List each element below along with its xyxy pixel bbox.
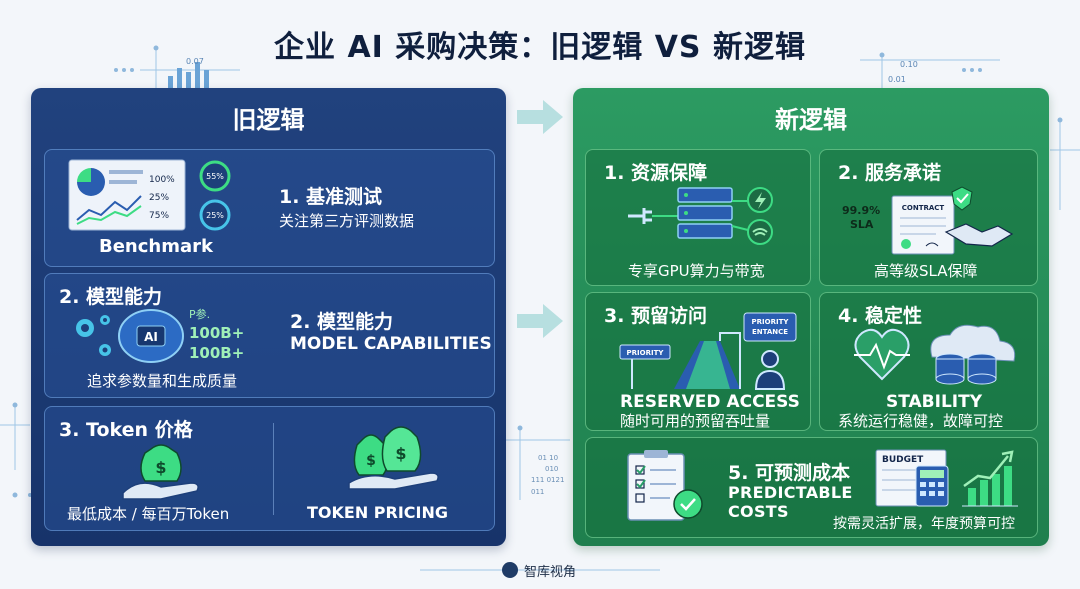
old-logic-panel: 旧逻辑 100% 25% 75% 55% 25% Benchmark 1. 基准…	[31, 88, 506, 546]
service-card: 2. 服务承诺 99.9% SLA CONTRACT 高等级SLA保障	[819, 149, 1038, 286]
resource-desc: 专享GPU算力与带宽	[628, 262, 765, 280]
benchmark-title: 1. 基准测试	[279, 186, 383, 208]
benchmark-card: 100% 25% 75% 55% 25% Benchmark 1. 基准测试 关…	[44, 149, 495, 267]
stability-caption: STABILITY	[886, 392, 983, 412]
reserved-caption: RESERVED ACCESS	[620, 392, 800, 412]
resource-title: 1. 资源保障	[604, 162, 708, 184]
panel-title: 旧逻辑	[232, 106, 305, 134]
sla-label: SLA	[850, 218, 874, 231]
deco-number: 0.01	[888, 75, 906, 84]
cost-desc: 按需灵活扩展，年度预算可控	[833, 516, 1015, 532]
token-card: 3. Token 价格 $ 最低成本 / 每百万Token $ $ TOKEN …	[44, 406, 495, 531]
server-power-icon	[628, 187, 773, 245]
svg-text:$: $	[395, 444, 406, 463]
model-subtitle: MODEL CAPABILITIES	[290, 334, 492, 354]
bar-label: 75%	[149, 211, 169, 221]
ring-label: 55%	[206, 172, 224, 181]
brand-logo-icon	[502, 562, 518, 578]
budget-label: BUDGET	[882, 455, 924, 465]
bar-label: 25%	[149, 193, 169, 203]
priority-sign: PRIORITY	[752, 318, 790, 326]
deco-binary: 111 0121	[531, 476, 564, 484]
arrow-right-icon	[517, 304, 563, 338]
deco-binary: 01 10	[538, 454, 558, 462]
budget-calculator-icon: BUDGET	[875, 449, 1018, 507]
sla-value: 99.9%	[842, 204, 880, 217]
token-pricing-label: TOKEN PRICING	[307, 503, 449, 522]
param-value: 100B+	[189, 344, 244, 362]
ai-brain-icon: AI P参. 100B+ 100B+	[76, 307, 244, 363]
deco-number: 0.10	[900, 60, 918, 69]
service-desc: 高等级SLA保障	[874, 262, 978, 280]
svg-text:$: $	[366, 453, 376, 469]
token-card-divider	[273, 423, 274, 515]
cost-caption-line-1: PREDICTABLE	[728, 483, 853, 502]
param-value: 100B+	[189, 324, 244, 342]
reserved-card: 3. 预留访问 PRIORITY PRIORITY ENTANCE RESERV…	[585, 292, 811, 431]
new-logic-panel: 新逻辑 1. 资源保障 专享GPU算力与带宽 2. 服务承诺	[573, 88, 1049, 546]
token-title: 3. Token 价格	[59, 419, 193, 441]
svg-text:$: $	[155, 458, 166, 477]
stability-title: 4. 稳定性	[838, 305, 923, 327]
reserved-desc: 随时可用的预留吞吐量	[620, 412, 771, 430]
contract-handshake-icon: 99.9% SLA CONTRACT	[842, 186, 1014, 255]
cost-card: 5. 可预测成本 PREDICTABLE COSTS BUDGET 按需灵活扩展…	[585, 437, 1038, 538]
model-card: 2. 模型能力 AI P参. 100B+ 100B+ 追求参数量和生成质量 2.…	[44, 273, 495, 398]
priority-sign: PRIORITY	[627, 349, 665, 357]
footer-brand: 智库视角	[502, 560, 576, 580]
benchmark-desc: 关注第三方评测数据	[279, 212, 415, 230]
resource-card: 1. 资源保障 专享GPU算力与带宽	[585, 149, 811, 286]
model-title: 2. 模型能力	[59, 286, 163, 308]
checklist-icon	[627, 450, 703, 521]
priority-sign: ENTANCE	[752, 328, 788, 336]
stability-desc: 系统运行稳健，故障可控	[838, 412, 1004, 430]
page-title: 企业 AI 采购决策：旧逻辑 VS 新逻辑	[274, 30, 806, 65]
money-bags-icon: $ $	[348, 426, 439, 490]
service-title: 2. 服务承诺	[838, 162, 942, 184]
stability-card: 4. 稳定性 STABILITY 系统运行稳健，故障可控	[819, 292, 1038, 431]
deco-binary: 011	[531, 488, 544, 496]
ai-chip-label: AI	[144, 330, 158, 344]
ring-label: 25%	[206, 211, 224, 220]
token-desc: 最低成本 / 每百万Token	[67, 505, 230, 523]
arrow-right-icon	[517, 100, 563, 134]
contract-label: CONTRACT	[902, 204, 945, 212]
cost-title: 5. 可预测成本	[728, 462, 851, 484]
model-icon-title: 2. 模型能力	[290, 311, 394, 333]
param-label: P参.	[189, 307, 210, 321]
model-desc: 追求参数量和生成质量	[87, 372, 238, 390]
priority-lane-icon: PRIORITY PRIORITY ENTANCE	[619, 312, 797, 390]
brand-name: 智库视角	[524, 564, 577, 580]
bar-label: 100%	[149, 175, 175, 185]
benchmark-image-label: Benchmark	[99, 236, 213, 257]
deco-binary: 010	[545, 465, 558, 473]
benchmark-dashboard-icon: 100% 25% 75% 55% 25%	[68, 159, 231, 231]
panel-title: 新逻辑	[775, 106, 847, 134]
cost-caption-line-2: COSTS	[728, 502, 789, 521]
money-hand-icon: $	[122, 444, 199, 500]
reserved-title: 3. 预留访问	[604, 305, 708, 327]
deco-number: 0.07	[186, 57, 204, 66]
heart-database-icon	[854, 324, 1016, 385]
